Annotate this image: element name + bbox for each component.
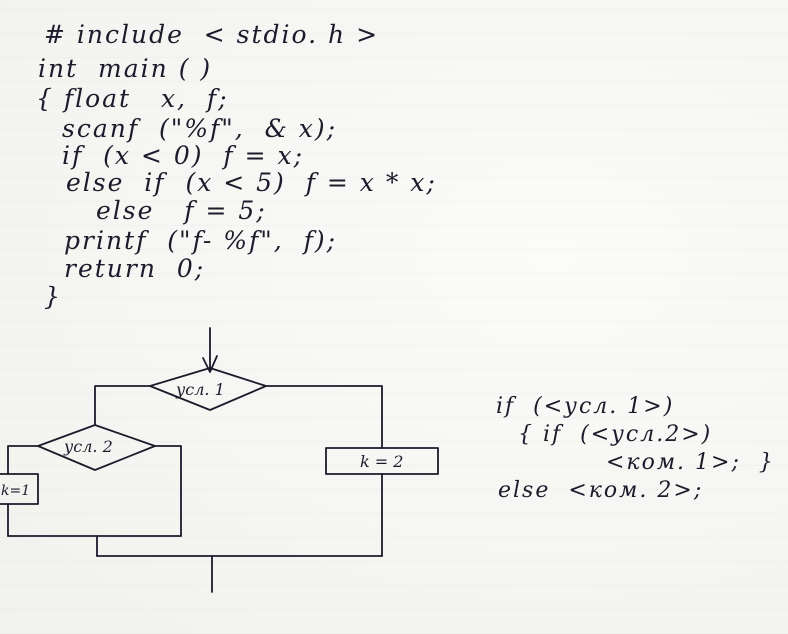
code-line: scanf ("%f", & x);	[62, 114, 338, 143]
code-line: else f = 5;	[96, 196, 267, 225]
action-k2-label: k = 2	[360, 452, 403, 471]
nested-if-line: if (<усл. 1>)	[496, 394, 675, 419]
condition-1-label: усл. 1	[175, 380, 225, 399]
nested-if-line: else <ком. 2>;	[498, 478, 704, 503]
code-line: if (x < 0) f = x;	[62, 141, 305, 170]
code-line: printf ("f- %f", f);	[64, 226, 338, 255]
code-line: # include < stdio. h >	[44, 20, 380, 49]
action-k1-label: k=1	[1, 483, 30, 499]
flow-entry-arrowhead	[202, 355, 218, 373]
branch-right-2	[154, 445, 182, 537]
nested-if-line: { if (<усл.2>)	[518, 422, 713, 447]
condition-2-label: усл. 2	[63, 437, 113, 456]
code-line: return 0;	[64, 254, 206, 283]
nested-if-line: <ком. 1>; }	[606, 450, 775, 475]
branch-left-2	[7, 445, 39, 475]
code-line: }	[44, 282, 62, 311]
action-box-k1	[0, 473, 39, 505]
code-line: int main ( )	[38, 54, 213, 83]
code-line: { float x, f;	[36, 84, 229, 113]
branch-left-1	[94, 385, 151, 426]
code-line: else if (x < 5) f = x * x;	[66, 168, 437, 197]
branch-right-1	[265, 385, 383, 449]
